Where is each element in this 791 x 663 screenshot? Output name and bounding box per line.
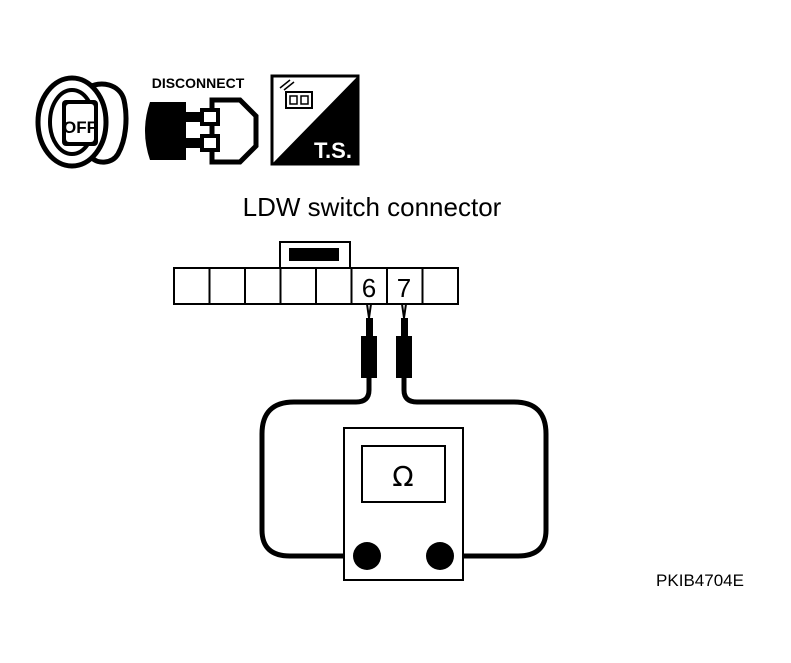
- meter-terminal-left: [353, 542, 381, 570]
- ts-icon: T.S.: [270, 74, 360, 166]
- disconnect-label: DISCONNECT: [152, 75, 245, 91]
- ignition-off-label: OFF: [63, 118, 97, 137]
- test-lead-right: [401, 378, 549, 559]
- ohmmeter: Ω: [343, 427, 464, 581]
- diagram-title: LDW switch connector: [243, 192, 502, 222]
- ignition-off-icon: OFF: [35, 75, 129, 169]
- ldw-switch-connector: 6 7: [173, 241, 459, 305]
- ohm-symbol: Ω: [392, 460, 413, 493]
- probe-right: [396, 303, 412, 378]
- pin-6-label: 6: [362, 273, 376, 303]
- ts-label: T.S.: [314, 138, 352, 163]
- test-lead-left: [259, 378, 372, 559]
- figure-code: PKIB4704E: [656, 571, 744, 590]
- ohmmeter-display: [361, 445, 446, 503]
- meter-terminal-right: [426, 542, 454, 570]
- probe-left: [361, 303, 377, 378]
- disconnect-icon: DISCONNECT: [145, 75, 259, 165]
- pin-7-label: 7: [397, 273, 411, 303]
